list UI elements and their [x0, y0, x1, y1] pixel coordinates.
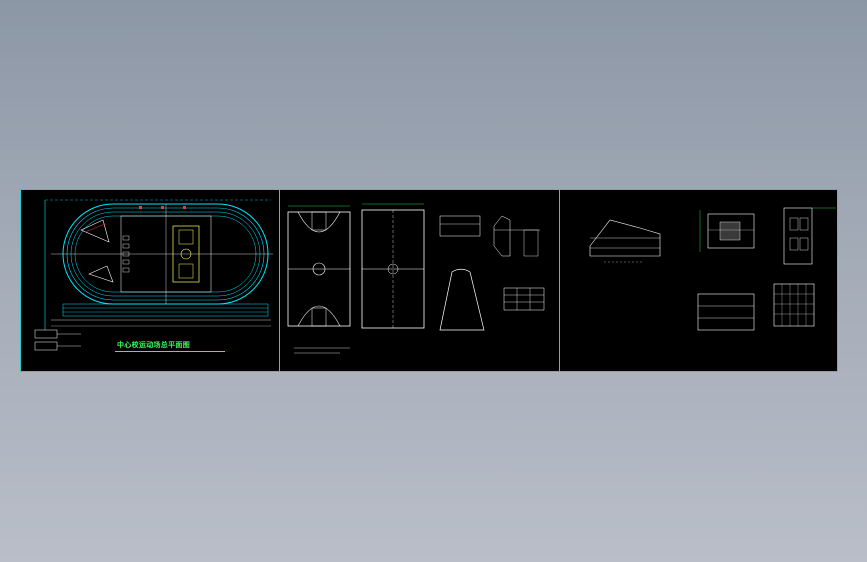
court-details-panel — [279, 190, 559, 371]
structure-details-panel — [559, 190, 839, 371]
cad-drawing-sheet: 中心校运动场总平面图 — [20, 189, 838, 372]
title-underline — [115, 351, 225, 352]
site-plan-panel: 中心校运动场总平面图 — [21, 190, 279, 371]
court-details-drawing — [287, 203, 545, 354]
structure-details-drawing — [589, 207, 836, 331]
drawing-title: 中心校运动场总平面图 — [117, 341, 190, 349]
site-plan-drawing — [34, 199, 273, 351]
